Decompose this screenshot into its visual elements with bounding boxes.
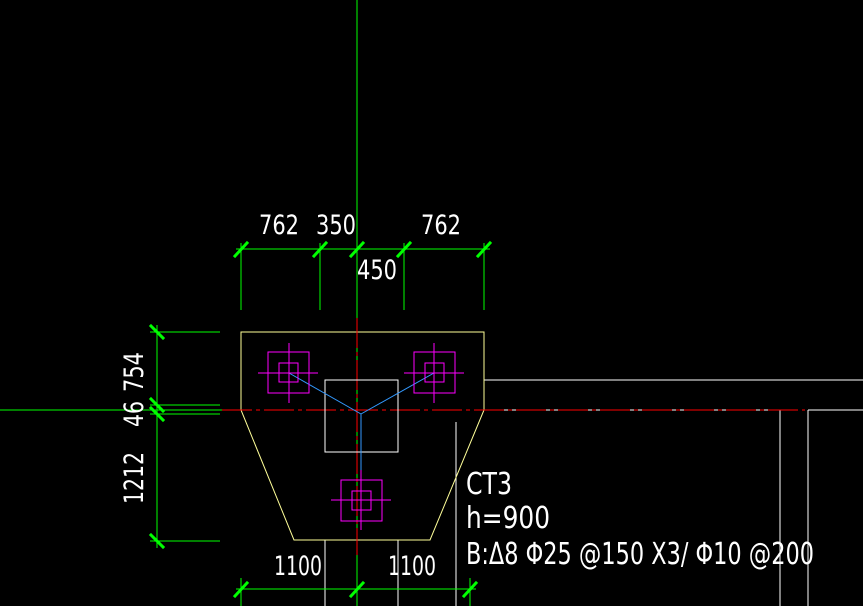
left-tick-1 — [148, 323, 166, 341]
top-dim-label-4: 762 — [421, 210, 461, 241]
top-tick-3 — [348, 240, 366, 259]
bottom-tick-1 — [232, 580, 250, 599]
left-dimension-labels: 754 46 1212 — [119, 352, 150, 504]
axis-lines — [0, 0, 358, 606]
top-tick-1 — [232, 240, 250, 259]
left-dimension — [150, 325, 220, 548]
left-tick-3 — [148, 405, 166, 423]
tie-line-right — [360, 372, 435, 415]
top-tick-5 — [475, 240, 493, 259]
left-dim-label-2: 46 — [119, 401, 150, 427]
left-tick-2 — [148, 396, 166, 414]
pile-cap-outline[interactable] — [240, 331, 485, 541]
cap-rebar-label: B:Δ8 Φ25 @150 X3/ Φ10 @200 — [466, 537, 814, 572]
tie-line-left — [288, 372, 362, 415]
bottom-dim-label-2: 1100 — [388, 551, 436, 582]
bottom-tick-3 — [461, 580, 479, 599]
left-dim-label-3: 1212 — [119, 452, 150, 504]
top-ticks — [232, 240, 493, 259]
bottom-dimension-labels: 1100 1100 — [274, 551, 436, 582]
left-tick-4 — [148, 532, 166, 550]
top-tick-2 — [311, 240, 329, 259]
center-marks — [222, 318, 805, 555]
top-dim-label-2: 350 — [316, 210, 356, 241]
bottom-dim-label-1: 1100 — [274, 551, 322, 582]
cap-name-label: CT3 — [466, 467, 512, 502]
top-dim-label-3: 450 — [357, 255, 397, 286]
top-dimension-labels: 762 350 450 762 — [259, 210, 461, 286]
left-ticks — [148, 323, 166, 550]
cap-height-label: h=900 — [466, 501, 550, 536]
bottom-tick-2 — [348, 580, 366, 599]
top-dimension — [236, 243, 490, 310]
pile-right[interactable] — [404, 343, 464, 403]
left-dim-label-1: 754 — [119, 352, 150, 392]
pile-cap-label: CT3 h=900 B:Δ8 Φ25 @150 X3/ Φ10 @200 — [466, 467, 814, 572]
top-dim-label-1: 762 — [259, 210, 299, 241]
bottom-ticks — [232, 580, 479, 599]
pile-left[interactable] — [258, 343, 318, 403]
top-tick-4 — [395, 240, 413, 259]
pile-bottom[interactable] — [331, 470, 391, 530]
